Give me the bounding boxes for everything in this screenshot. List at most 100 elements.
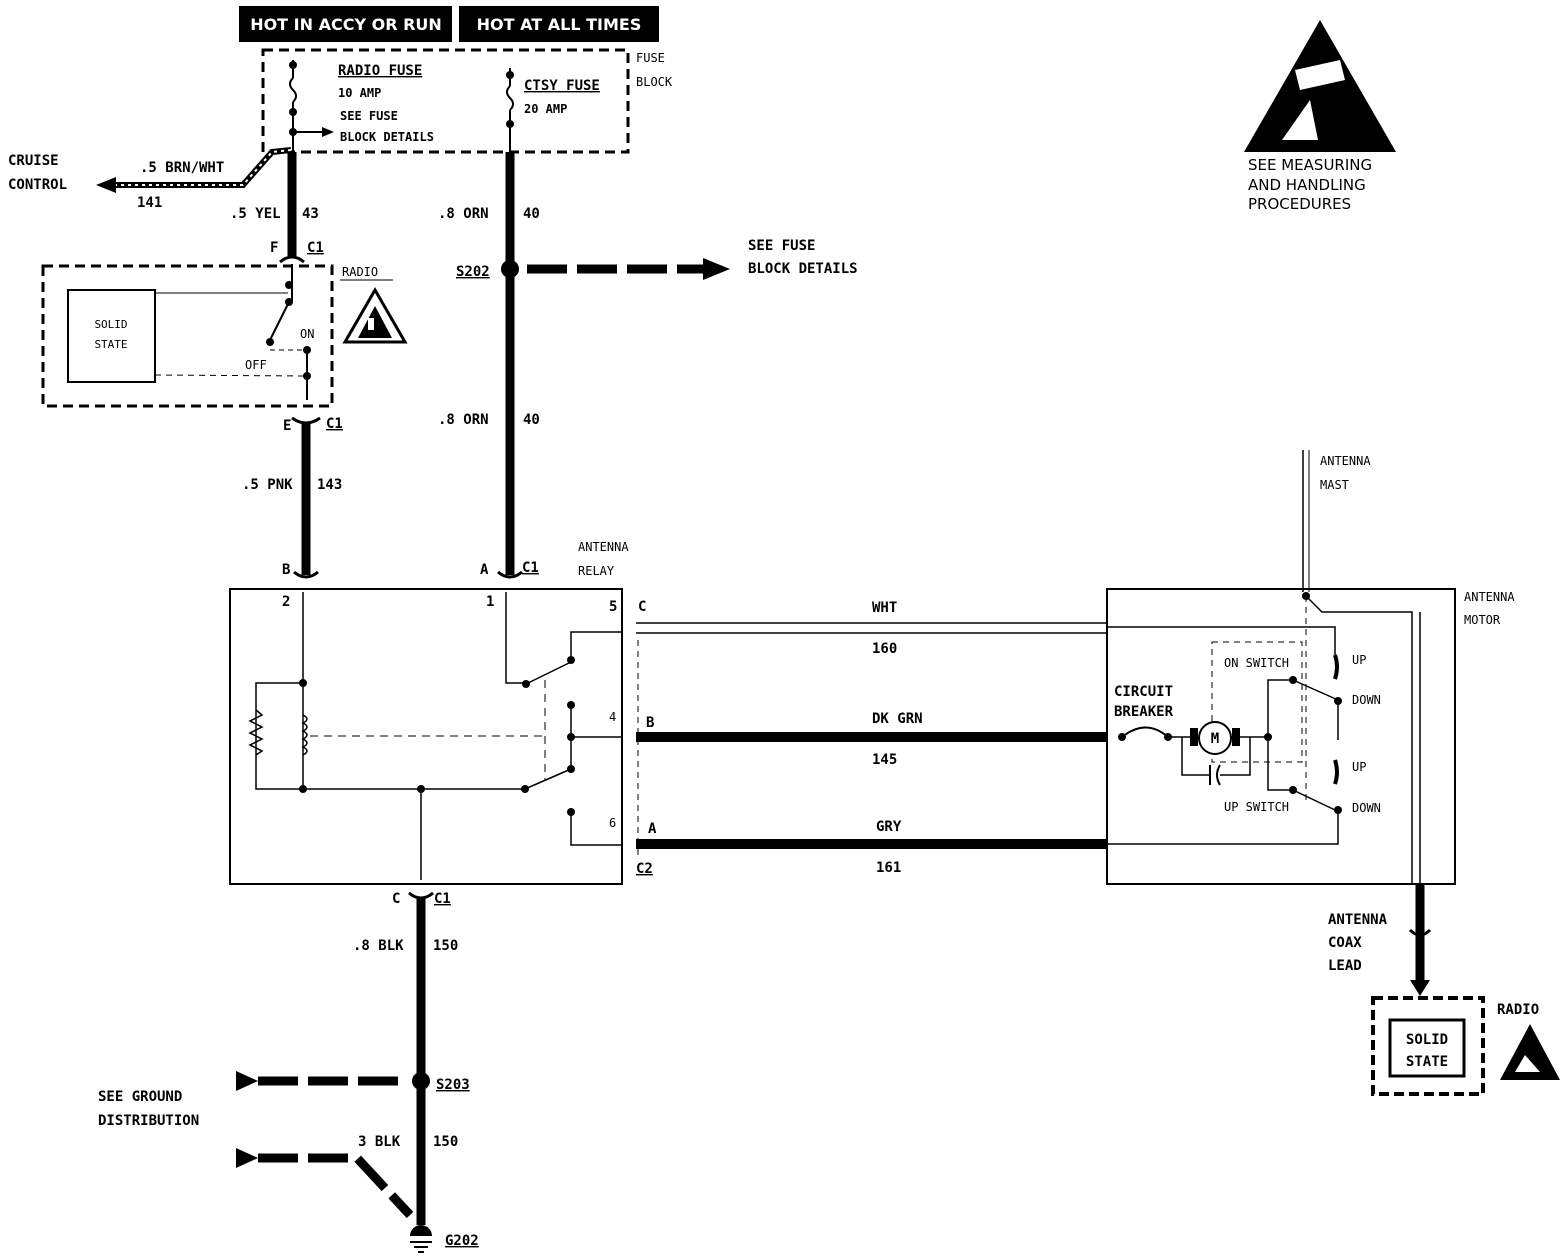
- wire-gry-circuit: 161: [876, 860, 901, 876]
- conn-c-bottom-c1: C1: [434, 891, 451, 907]
- wire-blk-circuit: 150: [433, 938, 458, 954]
- mast-label-1: ANTENNA: [1320, 454, 1371, 468]
- ground-label-1: SEE GROUND: [98, 1089, 182, 1105]
- ctsy-fuse-amp: 20 AMP: [524, 102, 567, 116]
- mast-label-2: MAST: [1320, 478, 1349, 492]
- conn-f-c1: C1: [307, 240, 324, 256]
- ground-label-2: DISTRIBUTION: [98, 1113, 199, 1129]
- wire-dkgrn-circuit: 145: [872, 752, 897, 768]
- motor-cb-2: BREAKER: [1114, 704, 1174, 720]
- motor-up1: UP: [1352, 653, 1366, 667]
- motor-down2: DOWN: [1352, 801, 1381, 815]
- radio-solid-2: STATE: [94, 338, 127, 351]
- splice-s202: [501, 260, 519, 278]
- esd-notice-3: PROCEDURES: [1248, 195, 1351, 213]
- radio-switch: [269, 301, 290, 341]
- wire-wht-circuit: 160: [872, 641, 897, 657]
- radio-on: ON: [300, 327, 314, 341]
- radio-label: RADIO: [342, 265, 378, 279]
- radio-fuse-amp: 10 AMP: [338, 86, 381, 100]
- motor-label-2: MOTOR: [1464, 613, 1501, 627]
- motor-up-switch: UP SWITCH: [1224, 800, 1289, 814]
- conn-c-relay: C: [638, 599, 646, 615]
- ground-wire-2: [258, 1153, 414, 1219]
- relay-pin5: 5: [609, 599, 617, 615]
- see-fuse-2: BLOCK DETAILS: [340, 130, 434, 144]
- conn-f-symbol: [279, 255, 305, 264]
- see-fuse-right-2: BLOCK DETAILS: [748, 261, 858, 277]
- conn-a-relay: A: [648, 821, 657, 837]
- coax-label-3: LEAD: [1328, 958, 1362, 974]
- esd-notice-2: AND HANDLING: [1248, 176, 1366, 194]
- radio2-box: [1371, 996, 1485, 1096]
- motor-label-1: ANTENNA: [1464, 590, 1515, 604]
- wire-orn-bottom-label: .8 ORN: [438, 412, 489, 428]
- ctsy-fuse-symbol: [506, 85, 514, 111]
- cruise-wire-label: .5 BRN/WHT: [140, 160, 224, 176]
- radio-solid-state: [67, 289, 156, 383]
- radio-off: OFF: [245, 358, 267, 372]
- wire-orn-bottom-circuit: 40: [523, 412, 540, 428]
- relay-pin1: 1: [486, 594, 494, 610]
- conn-c2: C2: [636, 861, 653, 877]
- wire-wht-label: WHT: [872, 600, 897, 616]
- see-fuse-1: SEE FUSE: [340, 109, 398, 123]
- conn-f: F: [270, 240, 278, 256]
- esd-icon-radio: [342, 286, 408, 344]
- on-switch-box: [1211, 641, 1303, 763]
- coax-label-1: ANTENNA: [1328, 912, 1388, 928]
- radio-fuse-symbol: [289, 77, 297, 103]
- cruise-arrow: [96, 177, 116, 193]
- motor-on-switch: ON SWITCH: [1224, 656, 1289, 670]
- esd-icon-radio2: [1500, 1024, 1560, 1080]
- fuse-block-label-1: FUSE: [636, 51, 665, 65]
- fuse-block-label-2: BLOCK: [636, 75, 673, 89]
- radio-solid-1: SOLID: [94, 318, 127, 331]
- wire-yel-label: .5 YEL: [230, 206, 281, 222]
- radio2-label: RADIO: [1497, 1002, 1539, 1018]
- radio2-solid-2: STATE: [1406, 1054, 1448, 1070]
- cruise-circuit: 141: [137, 195, 162, 211]
- antenna-motor-box: [1106, 588, 1456, 885]
- motor-m-label: M: [1211, 731, 1219, 747]
- wire-orn-top-circuit: 40: [523, 206, 540, 222]
- circuit-breaker: [1121, 726, 1169, 738]
- radio2-solid-1: SOLID: [1406, 1032, 1448, 1048]
- relay-pin2: 2: [282, 594, 290, 610]
- conn-a: A: [480, 562, 489, 578]
- wire-yel-circuit: 43: [302, 206, 319, 222]
- wire-orn-top-label: .8 ORN: [438, 206, 489, 222]
- radio-box: [41, 264, 334, 408]
- wire-dkgrn-label: DK GRN: [872, 711, 923, 727]
- motor-m: [1198, 721, 1232, 755]
- radio-fuse-top: [289, 61, 297, 69]
- splice-s202-label: S202: [456, 264, 490, 280]
- relay-label-1: ANTENNA: [578, 540, 629, 554]
- conn-a-c1: C1: [522, 560, 539, 576]
- capacitor: [1216, 764, 1221, 786]
- fuse-block-box: [261, 48, 630, 154]
- conn-b-relay: B: [646, 715, 654, 731]
- ground-g202: G202: [445, 1233, 479, 1249]
- header-all-times-box: [459, 6, 659, 42]
- header-accy-box: [239, 6, 452, 42]
- esd-notice-1: SEE MEASURING: [1248, 156, 1372, 174]
- radio-fuse-label: RADIO FUSE: [338, 63, 422, 79]
- conn-c-bottom: C: [392, 891, 400, 907]
- cruise-label-2: CONTROL: [8, 177, 67, 193]
- wire-pnk-label: .5 PNK: [242, 477, 293, 493]
- wire-blk-label: .8 BLK: [353, 938, 404, 954]
- wire-blk3-circuit: 150: [433, 1134, 458, 1150]
- cruise-label-1: CRUISE: [8, 153, 59, 169]
- conn-b: B: [282, 562, 290, 578]
- esd-icon-large: [1244, 20, 1396, 152]
- relay-resistor: [248, 709, 264, 756]
- motor-down1: DOWN: [1352, 693, 1381, 707]
- wire-gry-label: GRY: [876, 819, 902, 835]
- ctsy-fuse-label: CTSY FUSE: [524, 78, 600, 94]
- splice-s203: [412, 1072, 430, 1090]
- wire-pnk-circuit: 143: [317, 477, 342, 493]
- relay-pin6: 6: [609, 816, 616, 830]
